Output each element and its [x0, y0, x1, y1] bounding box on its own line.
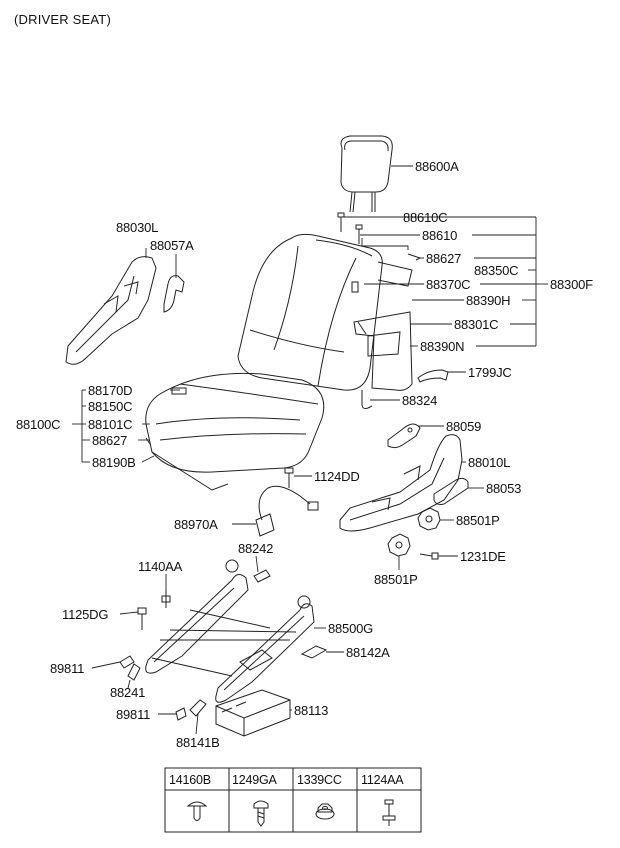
callout-88500G: 88500G: [328, 621, 373, 636]
callout-88190B: 88190B: [92, 455, 136, 470]
bolt-1125dg-part: [137, 607, 147, 630]
callout-88057A: 88057A: [150, 238, 194, 253]
callout-88600A: 88600A: [415, 159, 459, 174]
flange-nut-icon: [315, 803, 335, 820]
bracket-88242-part: [253, 569, 271, 583]
table-header-1: 1249GA: [232, 773, 278, 787]
callout-1124DD: 1124DD: [314, 469, 360, 484]
table-header-3: 1124AA: [361, 773, 404, 787]
callout-88101C: 88101C: [88, 417, 132, 432]
bolt-icon: [382, 799, 396, 826]
table-header-2: 1339CC: [297, 773, 342, 787]
callout-1231DE: 1231DE: [460, 549, 506, 564]
hook-part: [163, 275, 185, 313]
callout-88100C: 88100C: [16, 417, 60, 432]
leader-lines: [72, 165, 548, 735]
callout-88142A: 88142A: [346, 645, 390, 660]
callout-88170D: 88170D: [88, 383, 132, 398]
small-covers-parts: [119, 655, 207, 721]
screw-1231de-part: [419, 552, 439, 560]
callout-88627-top: 88627: [426, 251, 461, 266]
cover-88142a-part: [300, 645, 328, 659]
side-cover-right-part: [339, 434, 463, 532]
push-clip-icon: [186, 801, 208, 821]
callout-88970A: 88970A: [174, 517, 218, 532]
callout-88030L: 88030L: [116, 220, 158, 235]
screw-icon: [253, 800, 269, 827]
callout-88141B: 88141B: [176, 735, 220, 750]
callout-88501P-bottom: 88501P: [374, 572, 418, 587]
storage-box-part: [215, 689, 291, 737]
callout-89811-a: 89811: [50, 661, 84, 676]
callout-88627-low: 88627: [92, 433, 127, 448]
callout-88301C: 88301C: [454, 317, 498, 332]
callout-88610C: 88610C: [403, 210, 447, 225]
callout-88113: 88113: [294, 703, 328, 718]
callout-88324: 88324: [402, 393, 437, 408]
side-cover-left-part: [65, 256, 157, 365]
callout-88010L: 88010L: [468, 455, 510, 470]
wire-harness-part: [255, 485, 319, 537]
callout-88242: 88242: [238, 541, 273, 556]
bolt-1140aa-part: [161, 590, 171, 608]
back-board-part: [353, 311, 413, 391]
callout-88610: 88610: [422, 228, 457, 243]
back-hook-part: [361, 390, 373, 409]
seat-back-part: [237, 233, 413, 391]
callout-1140AA: 1140AA: [138, 559, 183, 574]
callout-88390N: 88390N: [420, 339, 464, 354]
callout-1125DG: 1125DG: [62, 607, 108, 622]
recliner-clip-part: [387, 423, 421, 449]
callout-88241: 88241: [110, 685, 145, 700]
lever-part: [433, 477, 469, 505]
callout-88053: 88053: [486, 481, 521, 496]
headrest-part: [340, 135, 393, 213]
callout-1799JC: 1799JC: [468, 365, 512, 380]
wire-clip-part: [417, 369, 449, 383]
fastener-table: 14160B 1249GA 1339CC 1124AA: [164, 767, 422, 833]
callout-88501P-right: 88501P: [456, 513, 500, 528]
seat-track-frame-part: [145, 559, 315, 703]
callout-88350C: 88350C: [474, 263, 518, 278]
callout-88300F: 88300F: [550, 277, 593, 292]
callout-88059: 88059: [446, 419, 481, 434]
seat-cushion-part: [145, 372, 325, 491]
callout-88150C: 88150C: [88, 399, 132, 414]
screw-1124dd-part: [284, 467, 294, 488]
callout-88390H: 88390H: [466, 293, 510, 308]
knob-parts: [387, 507, 441, 557]
diagram-title: (DRIVER SEAT): [14, 12, 111, 27]
callout-88370C: 88370C: [426, 277, 470, 292]
callout-89811-b: 89811: [116, 707, 150, 722]
callout-labels: 88600A 88610C 88610 88627 88350C 88370C …: [16, 159, 593, 750]
table-header-0: 14160B: [169, 773, 211, 787]
